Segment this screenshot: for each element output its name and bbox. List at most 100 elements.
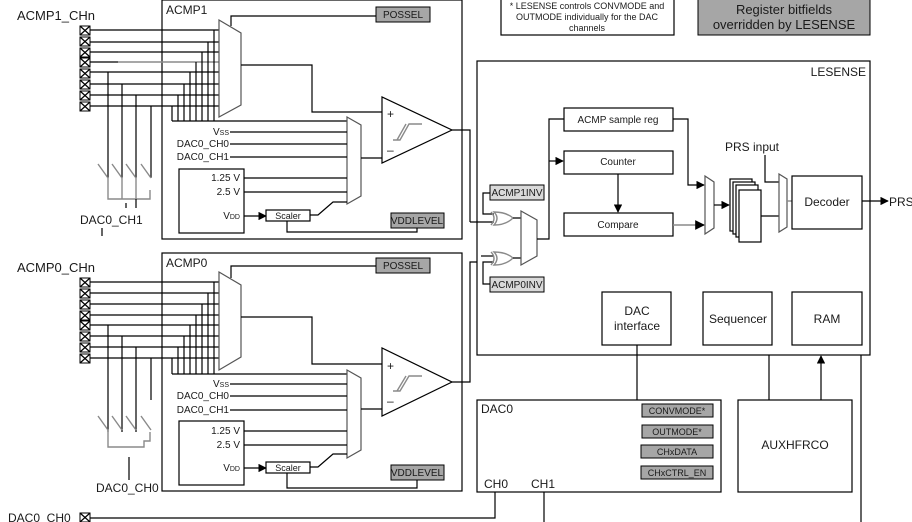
compare-label: Compare <box>597 220 639 231</box>
pin-icon[interactable] <box>79 68 91 79</box>
pin-icon[interactable] <box>79 47 91 58</box>
pin-icon[interactable] <box>79 342 91 353</box>
footnote-line-3: channels <box>569 23 606 33</box>
chxdata-label: CHxDATA <box>657 447 697 457</box>
chxctrl-en-label: CHxCTRL_EN <box>648 468 707 478</box>
acmp1-ref-2v5: 2.5 V <box>217 187 241 198</box>
sequencer-label: Sequencer <box>709 312 767 326</box>
acmp0-pins <box>79 277 91 364</box>
hysteresis-icon <box>393 123 422 141</box>
ram-label: RAM <box>814 312 841 326</box>
pin-icon[interactable] <box>79 310 91 321</box>
counter-label: Counter <box>600 157 636 168</box>
acmp1-xor-gate <box>492 211 515 226</box>
dac-interface-label-1: DAC <box>624 304 650 318</box>
pin-icon[interactable] <box>79 331 91 342</box>
acmp1-pins <box>79 25 91 112</box>
acmp1inv-label: ACMP1INV <box>491 188 542 199</box>
acmp1-pins-label: ACMP1_CHn <box>17 8 95 23</box>
prs-input-mux <box>778 172 788 234</box>
acmp-select-mux <box>520 209 538 267</box>
acmp0-ref-2v5: 2.5 V <box>217 440 241 451</box>
pin-icon[interactable] <box>79 299 91 310</box>
decoder-block <box>791 175 863 230</box>
acmp0-section: ACMP0_CHn ACMP0 DAC0_CH0 POSSE <box>17 252 482 495</box>
dac0-label: DAC0 <box>481 402 513 416</box>
outmode-label: OUTMODE* <box>652 427 702 437</box>
acmp1-scaler-label: Scaler <box>275 211 301 221</box>
decoder-label: Decoder <box>804 195 849 209</box>
pin-icon[interactable] <box>79 288 91 299</box>
acmp0-vdd-label: VDD <box>223 463 240 474</box>
acmp0-vddlevel-label: VDDLEVEL <box>391 468 444 479</box>
acmp0-dac0-ch0-label: DAC0_CH0 <box>177 391 230 402</box>
acmp1-dac0-ch0-label: DAC0_CH0 <box>177 139 230 150</box>
pin-icon[interactable] <box>79 90 91 101</box>
acmp1-possel-register[interactable] <box>375 6 431 23</box>
pin-icon[interactable] <box>79 79 91 90</box>
acmp1-possel-label: POSSEL <box>383 10 423 21</box>
acmp0-scaler-label: Scaler <box>275 463 301 473</box>
prs-output-label: PRS <box>889 195 912 209</box>
acmp1-dac0-ch1-label: DAC0_CH1 <box>177 152 230 163</box>
convmode-register[interactable] <box>641 403 714 418</box>
acmp1-plus: + <box>387 107 394 121</box>
acmp1-vdd-label: VDD <box>223 211 240 222</box>
acmp1-reference-block <box>178 168 245 234</box>
dac0-ch0-pin-section: DAC0_CH0 <box>8 511 91 522</box>
dac0-ch0-pin-label: DAC0_CH0 <box>8 511 71 522</box>
pin-icon[interactable] <box>79 353 91 364</box>
acmp0-dac-switch-label: DAC0_CH0 <box>96 481 159 495</box>
lesense-label: LESENSE <box>811 65 866 79</box>
prs-input-label: PRS input <box>725 140 780 154</box>
acmp0-neg-mux <box>346 368 362 460</box>
acmp1-block-label: ACMP1 <box>166 3 208 17</box>
acmp1-vss-label: VSS <box>213 127 229 138</box>
lesense-section: LESENSE ACMP1INV ACMP0INV ACMP sample re… <box>470 60 912 356</box>
pin-icon[interactable] <box>79 277 91 288</box>
output-mux <box>704 174 715 236</box>
acmp0-vddlevel-register[interactable] <box>390 464 445 481</box>
acmp0-pins-label: ACMP0_CHn <box>17 260 95 275</box>
acmp0-possel-label: POSSEL <box>383 261 423 272</box>
acmp1-pin-traces <box>90 29 352 178</box>
acmp0-dac0-ch1-label: DAC0_CH1 <box>177 405 230 416</box>
acmp0-possel-register[interactable] <box>375 257 431 274</box>
pin-icon[interactable] <box>79 512 91 522</box>
acmp1-vddlevel-label: VDDLEVEL <box>391 216 444 227</box>
footnote-box <box>500 0 675 36</box>
footnote-line-1: * LESENSE controls CONVMODE and <box>510 1 665 11</box>
dac0-ch1-label: CH1 <box>531 477 555 491</box>
acmp0-comparator <box>381 347 454 417</box>
acmp0-reference-block <box>178 420 245 486</box>
pin-icon[interactable] <box>79 25 91 36</box>
outmode-register[interactable] <box>641 424 714 439</box>
ram-block <box>791 291 863 346</box>
footnote-line-2: OUTMODE individually for the DAC <box>516 12 659 22</box>
pin-icon[interactable] <box>79 57 91 68</box>
acmp0-pin-traces <box>90 281 352 432</box>
acmp0-xor-gate <box>492 251 515 266</box>
acmp1-dac-switch-label: DAC0_CH1 <box>80 213 143 227</box>
pin-icon[interactable] <box>79 36 91 47</box>
acmp1-comparator <box>381 96 454 164</box>
dac-interface-block <box>601 291 672 346</box>
pin-icon[interactable] <box>79 101 91 112</box>
sequencer-block <box>702 291 773 346</box>
acmp0-dac-switches: DAC0_CH0 <box>96 415 159 495</box>
convmode-label: CONVMODE* <box>649 406 706 416</box>
acmp1-vddlevel-register[interactable] <box>390 212 445 229</box>
acmp1-ref-1v25: 1.25 V <box>211 173 240 184</box>
hysteresis-icon <box>393 375 422 392</box>
dac-interface-label-2: interface <box>614 319 660 333</box>
pin-icon[interactable] <box>79 320 91 331</box>
acmp1-neg-mux <box>346 115 362 206</box>
auxhfrco-block <box>737 399 853 493</box>
dac0-ch0-label: CH0 <box>484 477 508 491</box>
legend-line-1: Register bitfields <box>736 2 833 17</box>
channel-register-stack <box>729 178 762 243</box>
chxctrl-en-register[interactable] <box>640 465 714 480</box>
chxdata-register[interactable] <box>640 444 714 459</box>
acmp0-ref-1v25: 1.25 V <box>211 426 240 437</box>
